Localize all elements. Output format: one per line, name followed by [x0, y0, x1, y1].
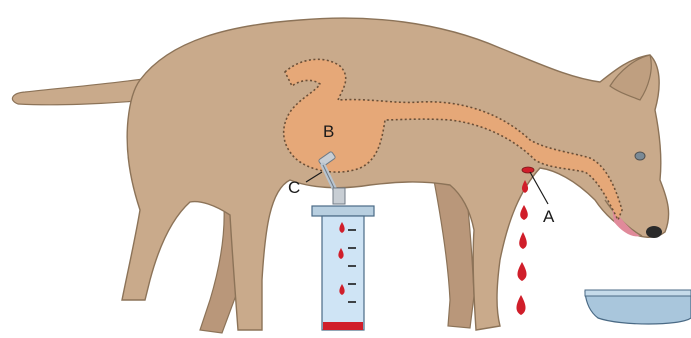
label-c: C: [288, 178, 300, 197]
drop-5: [516, 295, 525, 315]
salivary-fistula: [522, 167, 534, 173]
cylinder-cap: [312, 206, 374, 216]
cylinder-body: [322, 216, 364, 330]
dog-eye: [635, 152, 645, 160]
drop-4: [517, 262, 526, 281]
food-bowl: [585, 290, 691, 324]
graduated-cylinder: [312, 206, 374, 330]
drop-2: [520, 205, 528, 220]
dog-tail: [12, 78, 150, 105]
label-b: B: [323, 122, 334, 141]
label-a: A: [543, 207, 555, 226]
cylinder-fluid: [323, 322, 363, 330]
drop-3: [519, 232, 527, 249]
leader-line-a: [530, 172, 548, 204]
dog-nose: [646, 226, 662, 238]
dog-body: [122, 18, 669, 330]
